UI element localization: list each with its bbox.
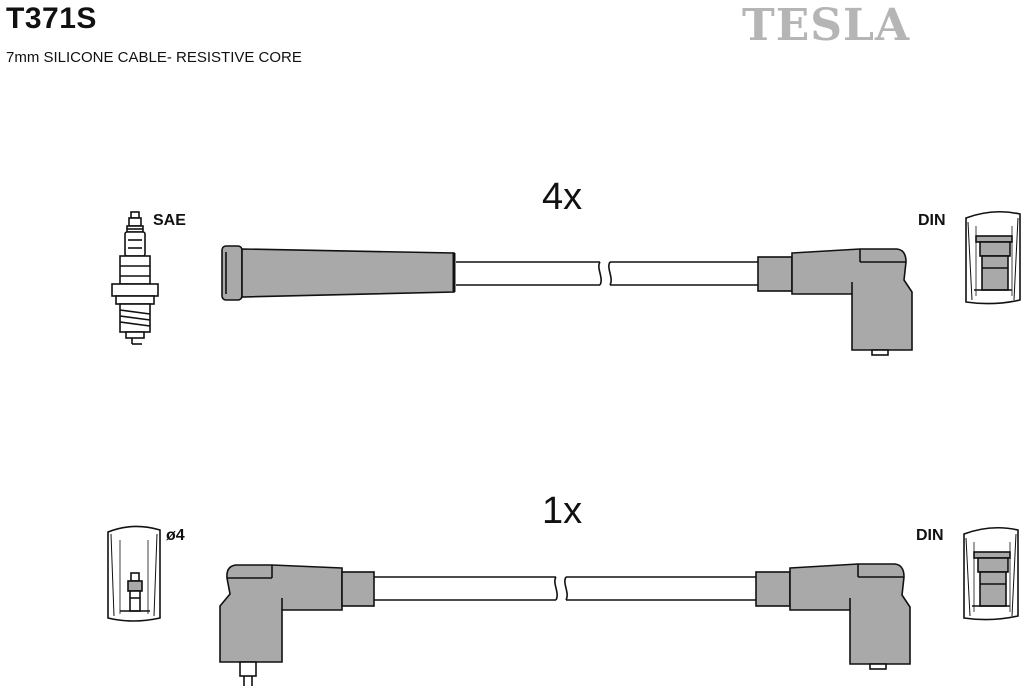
pin-terminal-icon xyxy=(107,525,161,622)
angled-boot-icon xyxy=(757,248,913,356)
din-terminal-2-icon xyxy=(963,526,1019,621)
set-1-end-a-label: SAE xyxy=(153,212,186,229)
set-2-end-a-label: ø4 xyxy=(166,527,185,544)
angled-boot-left-icon xyxy=(219,564,375,686)
spark-plug-icon xyxy=(111,211,159,345)
part-number-title: T371S xyxy=(6,2,97,35)
set-1-quantity: 4x xyxy=(542,176,583,218)
angled-boot-right-2-icon xyxy=(755,563,911,670)
set-1-end-b-label: DIN xyxy=(918,212,946,229)
straight-boot-icon xyxy=(221,245,456,301)
cable-wire-icon xyxy=(456,261,758,286)
set-2-end-b-label: DIN xyxy=(916,527,944,544)
cable-wire-2-icon xyxy=(374,576,756,601)
cable-description: 7mm SILICONE CABLE- RESISTIVE CORE xyxy=(6,49,302,66)
set-2-quantity: 1x xyxy=(542,490,583,532)
brand-logo: TESLA xyxy=(742,0,911,51)
din-terminal-icon xyxy=(965,210,1021,305)
